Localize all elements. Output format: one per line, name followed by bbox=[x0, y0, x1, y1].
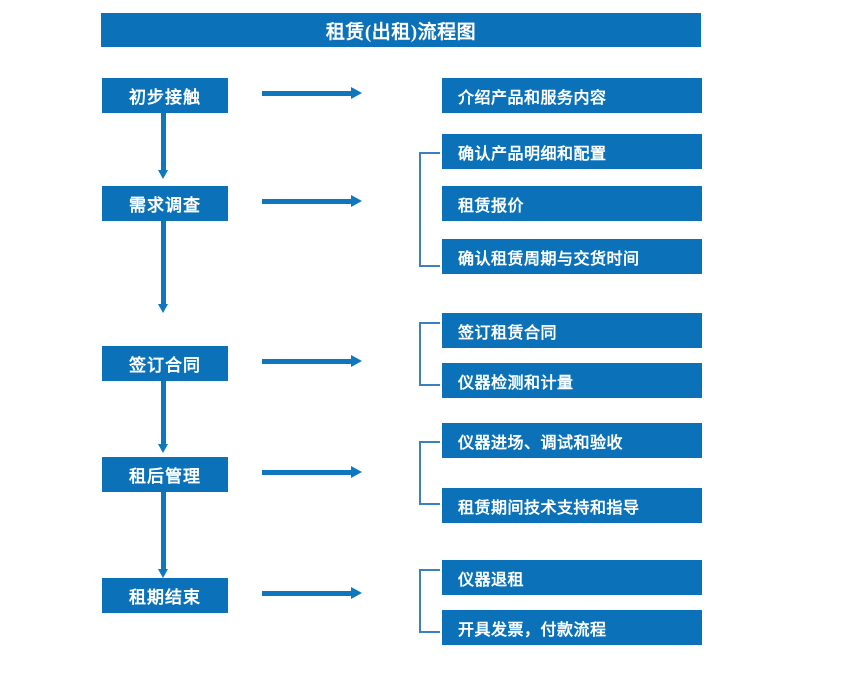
stage-box-5[interactable]: 租期结束 bbox=[102, 578, 228, 613]
group-bracket-2 bbox=[419, 152, 440, 267]
arrow-shaft bbox=[262, 199, 352, 204]
arrow-head bbox=[158, 569, 168, 578]
flow-arrow-right-4 bbox=[262, 466, 362, 478]
arrow-head bbox=[158, 304, 168, 313]
arrow-head bbox=[351, 587, 362, 599]
detail-box-2-3[interactable]: 确认租赁周期与交货时间 bbox=[442, 239, 702, 274]
detail-box-1-1[interactable]: 介绍产品和服务内容 bbox=[442, 78, 702, 113]
arrow-shaft bbox=[161, 113, 166, 170]
flow-arrow-right-3 bbox=[262, 355, 362, 367]
arrow-shaft bbox=[161, 492, 166, 569]
flow-arrow-down-1 bbox=[158, 113, 169, 179]
arrow-head bbox=[158, 444, 168, 453]
flow-arrow-right-5 bbox=[262, 587, 362, 599]
detail-box-3-1[interactable]: 签订租赁合同 bbox=[442, 313, 702, 348]
stage-box-3[interactable]: 签订合同 bbox=[102, 346, 228, 381]
arrow-head bbox=[158, 170, 168, 179]
detail-box-3-2[interactable]: 仪器检测和计量 bbox=[442, 363, 702, 398]
detail-box-5-2[interactable]: 开具发票，付款流程 bbox=[442, 610, 702, 645]
arrow-head bbox=[351, 195, 362, 207]
detail-box-2-2[interactable]: 租赁报价 bbox=[442, 186, 702, 221]
stage-box-2[interactable]: 需求调查 bbox=[102, 186, 228, 221]
detail-box-4-2[interactable]: 租赁期间技术支持和指导 bbox=[442, 488, 702, 523]
flow-arrow-right-2 bbox=[262, 195, 362, 207]
stage-box-1[interactable]: 初步接触 bbox=[102, 78, 228, 113]
stage-box-4[interactable]: 租后管理 bbox=[102, 457, 228, 492]
arrow-shaft bbox=[262, 470, 352, 475]
flow-arrow-down-3 bbox=[158, 381, 169, 453]
detail-box-5-1[interactable]: 仪器退租 bbox=[442, 560, 702, 595]
arrow-shaft bbox=[262, 359, 352, 364]
arrow-shaft bbox=[161, 221, 166, 304]
arrow-shaft bbox=[262, 591, 352, 596]
arrow-head bbox=[351, 87, 362, 99]
detail-box-4-1[interactable]: 仪器进场、调试和验收 bbox=[442, 423, 702, 458]
flow-arrow-down-4 bbox=[158, 492, 169, 578]
group-bracket-5 bbox=[419, 569, 440, 633]
arrow-shaft bbox=[262, 91, 352, 96]
arrow-shaft bbox=[161, 381, 166, 444]
detail-box-2-1[interactable]: 确认产品明细和配置 bbox=[442, 134, 702, 169]
group-bracket-4 bbox=[419, 441, 440, 505]
group-bracket-3 bbox=[419, 322, 440, 386]
arrow-head bbox=[351, 355, 362, 367]
arrow-head bbox=[351, 466, 362, 478]
flow-arrow-right-1 bbox=[262, 87, 362, 99]
flow-arrow-down-2 bbox=[158, 221, 169, 313]
diagram-title: 租赁(出租)流程图 bbox=[101, 13, 701, 47]
